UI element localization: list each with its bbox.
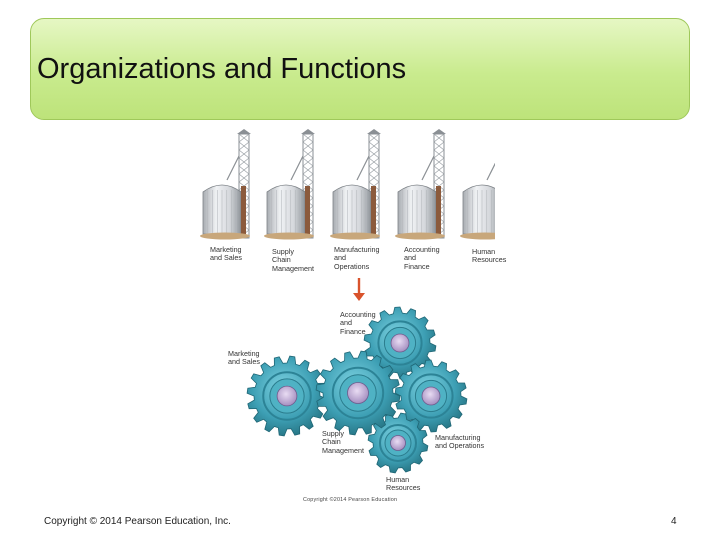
silo-label-marketing: Marketing and Sales xyxy=(210,245,242,263)
silo-supply-chain xyxy=(264,129,315,240)
down-arrow xyxy=(353,278,365,301)
silo-accounting xyxy=(395,129,446,240)
slide-title: Organizations and Functions xyxy=(37,53,407,85)
silo-label-supply-chain: Supply Chain Management xyxy=(272,247,314,273)
gear-accounting xyxy=(363,306,437,380)
gear-human-resources xyxy=(367,412,429,474)
gear-marketing xyxy=(246,355,328,437)
gear-label-marketing: Marketing and Sales xyxy=(228,349,260,367)
gears-group xyxy=(246,306,468,474)
silo-marketing xyxy=(200,129,251,240)
silo-label-accounting: Accounting and Finance xyxy=(404,245,440,271)
gear-label-accounting: Accounting and Finance xyxy=(340,310,376,336)
gear-label-supply-chain: Supply Chain Management xyxy=(322,429,364,455)
silo-manufacturing xyxy=(330,129,381,240)
gear-label-human-resources: Human Resources xyxy=(386,475,421,493)
silos-to-gears-figure: Marketing and Sales Supply Chain Managem… xyxy=(195,128,511,508)
gear-supply-chain xyxy=(315,350,401,436)
gear-label-manufacturing: Manufacturing and Operations xyxy=(435,433,485,451)
silo-human-resources xyxy=(460,129,511,240)
figure-copyright: Copyright ©2014 Pearson Education xyxy=(303,497,398,503)
page-number: 4 xyxy=(671,516,677,527)
footer-copyright: Copyright © 2014 Pearson Education, Inc. xyxy=(44,516,231,527)
silos-group xyxy=(200,129,511,240)
silo-label-manufacturing: Manufacturing and Operations xyxy=(334,245,380,271)
gear-manufacturing xyxy=(394,359,468,433)
title-banner: Organizations and Functions xyxy=(30,18,690,120)
silo-label-human-resources: Human Resources xyxy=(472,247,507,265)
